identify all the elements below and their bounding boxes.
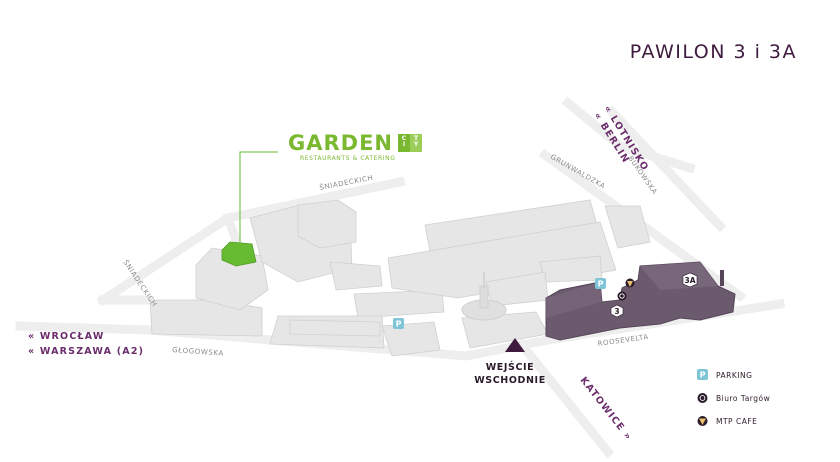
info-desk-marker	[617, 291, 627, 301]
svg-text:3: 3	[614, 307, 619, 316]
svg-text:P: P	[396, 320, 402, 329]
cafe-marker	[625, 278, 635, 288]
svg-text:Y: Y	[413, 141, 419, 148]
svg-text:P: P	[598, 280, 604, 289]
buildings	[149, 199, 651, 357]
garden-city-logo: GARDEN C I T Y RESTAURANTS & CATERING	[288, 131, 422, 162]
svg-text:Biuro Targów: Biuro Targów	[716, 394, 770, 403]
road-katowice	[515, 338, 615, 459]
street-label-glogowska: GŁOGOWSKA	[172, 346, 224, 358]
svg-text:MTP CAFE: MTP CAFE	[716, 417, 757, 426]
svg-text:C: C	[402, 135, 407, 142]
page-title: PAWILON 3 i 3A	[630, 41, 797, 63]
garden-city-building[interactable]	[221, 241, 257, 267]
road-glogowska-roosevelta	[15, 298, 786, 361]
svg-text:T: T	[414, 135, 419, 142]
entrance-arrow-icon	[505, 338, 525, 352]
svg-text:3A: 3A	[684, 276, 695, 285]
building	[329, 261, 383, 291]
building	[381, 321, 441, 357]
roads	[15, 96, 786, 459]
parking-marker: P	[393, 318, 404, 329]
direction-warszawa: « WARSZAWA (A2)	[28, 346, 144, 357]
svg-text:PARKING: PARKING	[716, 371, 752, 380]
garden-callout-line	[239, 151, 278, 244]
svg-text:P: P	[700, 371, 706, 380]
legend-item-cafe: MTP CAFE	[697, 416, 757, 426]
legend-item-parking: P PARKING	[697, 369, 752, 380]
parking-marker: P	[595, 278, 606, 289]
svg-text:WEJŚCIE: WEJŚCIE	[486, 361, 535, 373]
svg-text:WSCHODNIE: WSCHODNIE	[474, 375, 546, 386]
building	[289, 319, 381, 337]
street-label-grunwaldzka: GRUNWALDZKA	[549, 153, 607, 191]
city-box	[398, 134, 410, 152]
direction-wroclaw: « WROCŁAW	[28, 331, 105, 342]
road-bukowska	[561, 96, 696, 174]
svg-text:I: I	[403, 141, 405, 148]
legend-item-info-desk: Biuro Targów	[697, 393, 770, 403]
pavilion-3-label: 3	[610, 304, 624, 318]
svg-text:RESTAURANTS & CATERING: RESTAURANTS & CATERING	[300, 155, 396, 162]
east-entrance[interactable]: WEJŚCIE WSCHODNIE	[474, 338, 546, 386]
legend: P PARKING Biuro Targów MTP CAFE	[697, 369, 770, 426]
building	[297, 199, 357, 249]
svg-text:GARDEN: GARDEN	[288, 131, 393, 155]
rotunda	[461, 272, 507, 321]
direction-katowice: KATOWICE »	[578, 375, 634, 443]
pavilion-3a-label: 3A	[682, 272, 698, 288]
info-desk-icon	[697, 393, 708, 403]
building	[604, 205, 651, 249]
parking-icon	[697, 369, 708, 380]
